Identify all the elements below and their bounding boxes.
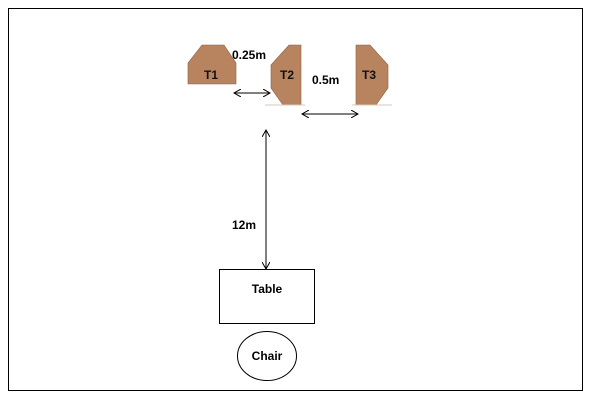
diagram-frame bbox=[8, 8, 583, 391]
distance-table-targets-label: 12m bbox=[232, 218, 256, 232]
target-t3-label: T3 bbox=[362, 68, 376, 82]
table: Table bbox=[219, 269, 315, 324]
table-shape bbox=[219, 269, 315, 324]
table-label: Table bbox=[252, 282, 283, 296]
chair-shape bbox=[237, 331, 297, 381]
chair: Chair bbox=[237, 331, 297, 381]
target-t1-label: T1 bbox=[204, 68, 218, 82]
chair-label: Chair bbox=[252, 349, 283, 363]
target-t2-label: T2 bbox=[280, 68, 294, 82]
target-t3: T3 bbox=[352, 44, 392, 106]
target-t1: T1 bbox=[187, 44, 237, 85]
target-t2: T2 bbox=[265, 44, 305, 106]
gap-t2-t3-label: 0.5m bbox=[312, 73, 339, 87]
gap-t1-t2-label: 0.25m bbox=[232, 48, 266, 62]
target-t1-shape bbox=[187, 44, 237, 85]
